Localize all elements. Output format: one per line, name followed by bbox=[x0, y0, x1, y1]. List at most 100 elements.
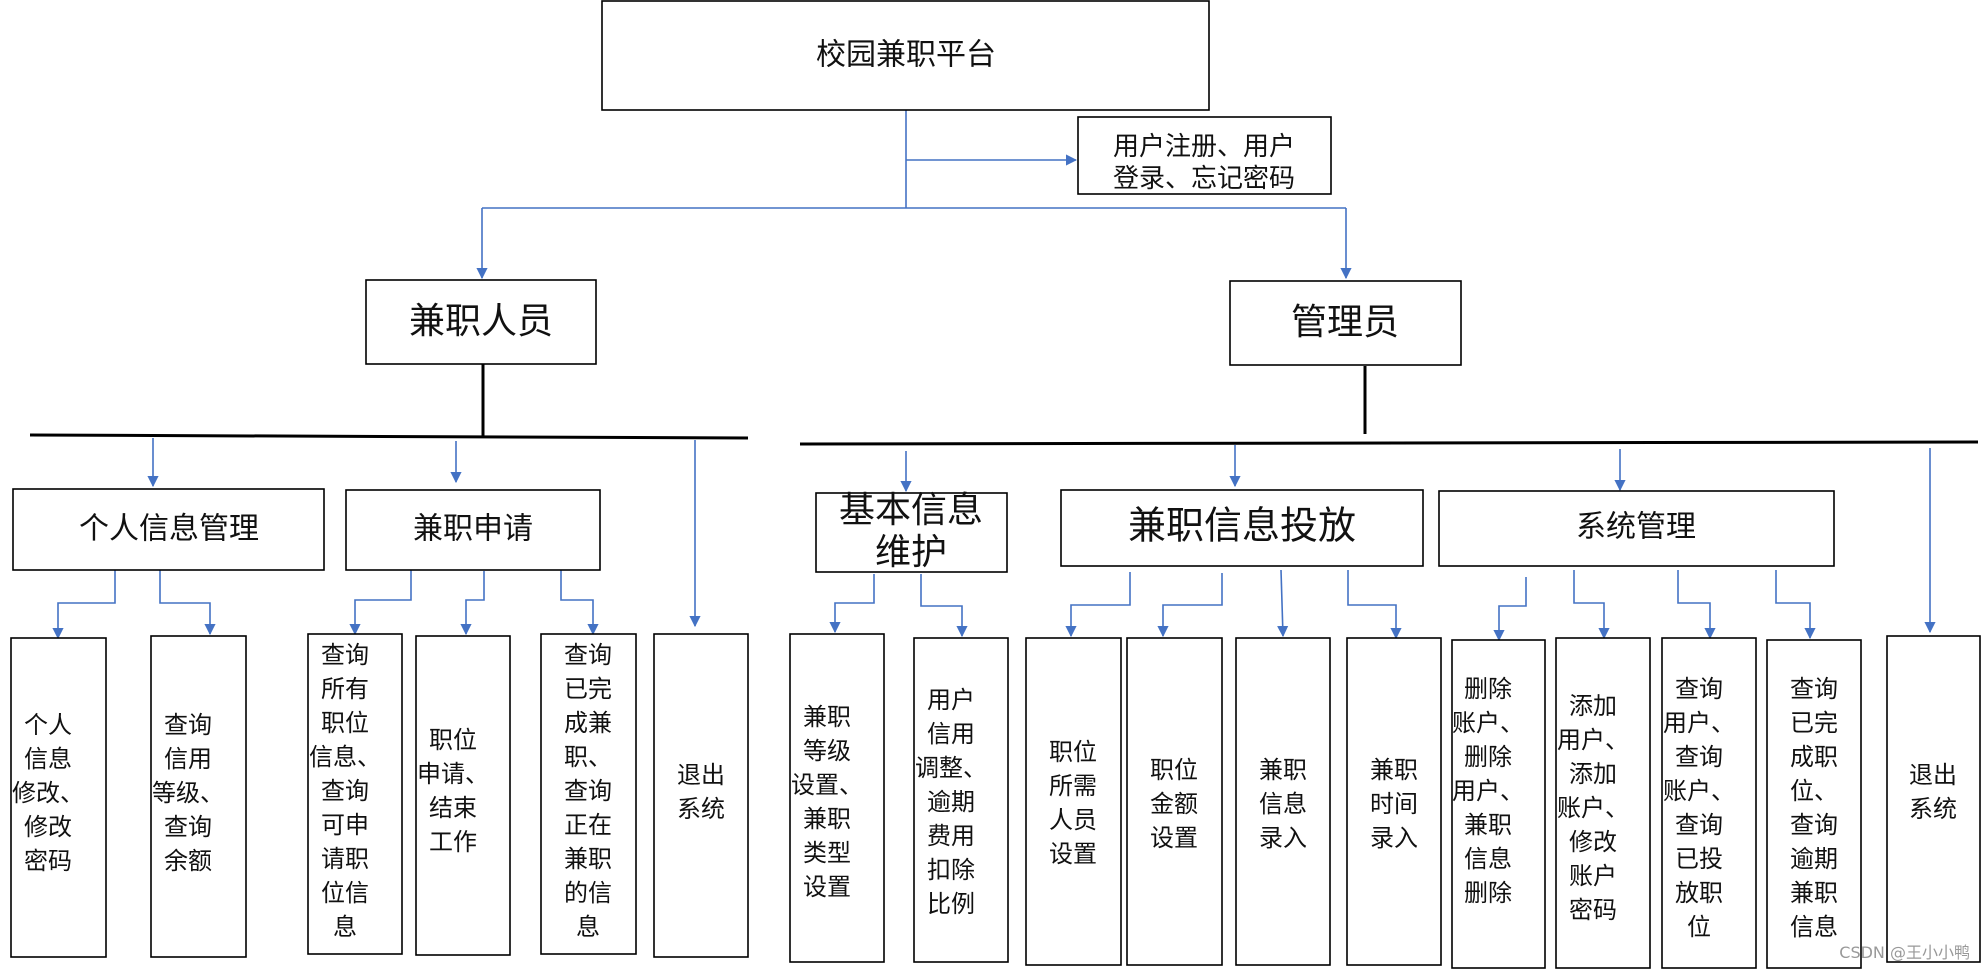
node-text-line: 位信 bbox=[321, 879, 369, 907]
svg-text:职位所需人员设置: 职位所需人员设置 bbox=[1049, 738, 1097, 868]
node-text-line: 结束 bbox=[429, 794, 477, 822]
svg-text:查询已完成兼职、查询正在兼职的信息: 查询已完成兼职、查询正在兼职的信息 bbox=[564, 641, 612, 941]
node-text-line: 时间 bbox=[1370, 790, 1418, 818]
job-apply-module: 兼职申请 bbox=[345, 489, 601, 571]
node-text-line: 用户 bbox=[927, 686, 975, 714]
node-text-line: 登录、忘记密码 bbox=[1113, 164, 1295, 194]
node-text-line: 设置 bbox=[803, 873, 851, 901]
node-text-line: 兼职 bbox=[803, 805, 851, 833]
node-text-line: 查询 bbox=[1790, 675, 1838, 703]
svg-text:退出系统: 退出系统 bbox=[1909, 761, 1957, 823]
tree-bars bbox=[29, 364, 1979, 446]
root-node: 校园兼职平台 bbox=[601, 0, 1210, 111]
watermark: CSDN @王小小鸭 bbox=[1839, 943, 1970, 962]
node-text-line: 位、 bbox=[1790, 777, 1838, 805]
node-text-line: 信用 bbox=[164, 745, 212, 773]
node-text-line: 可申 bbox=[321, 811, 369, 839]
member-node: 兼职人员 bbox=[365, 279, 597, 365]
node-text-line: 工作 bbox=[429, 828, 477, 856]
leaf-level-type: 兼职等级设置、兼职类型设置 bbox=[789, 633, 885, 963]
leaf-delete: 删除账户、删除用户、兼职信息删除 bbox=[1451, 639, 1546, 969]
node-text-line: 录入 bbox=[1259, 824, 1307, 852]
node-text-line: 逾期 bbox=[1790, 845, 1838, 873]
node-text-line: 用户、 bbox=[1452, 777, 1524, 805]
svg-text:查询用户、查询账户、查询已投放职位: 查询用户、查询账户、查询已投放职位 bbox=[1663, 675, 1735, 941]
node-text-line: 兼职 bbox=[1790, 879, 1838, 907]
node-text-line: 查询 bbox=[321, 777, 369, 805]
node-text-line: 职、 bbox=[564, 743, 612, 771]
node-text-line: 删除 bbox=[1464, 743, 1512, 771]
node-text-line: 查询 bbox=[1675, 675, 1723, 703]
leaf-amount: 职位金额设置 bbox=[1126, 637, 1223, 966]
node-text-line: 修改 bbox=[24, 813, 72, 841]
node-text-line: 余额 bbox=[164, 847, 212, 875]
leaf-modify-info: 个人信息修改、修改密码 bbox=[10, 637, 107, 958]
node-text-line: 位 bbox=[1687, 913, 1711, 941]
node-text-line: 等级 bbox=[803, 737, 851, 765]
node-text-line: 账户、 bbox=[1557, 794, 1629, 822]
node-text-line: 息 bbox=[333, 913, 357, 941]
leaf-apply-end: 职位申请、结束工作 bbox=[415, 635, 511, 956]
svg-text:添加用户、添加账户、修改账户密码: 添加用户、添加账户、修改账户密码 bbox=[1557, 692, 1629, 924]
leaf-credit: 查询信用等级、查询余额 bbox=[150, 635, 247, 958]
auth-node: 用户注册、用户登录、忘记密码 bbox=[1077, 116, 1332, 195]
node-text-line: 等级、 bbox=[152, 779, 224, 807]
node-text-line: 兼职 bbox=[1259, 756, 1307, 784]
leaf-query-done: 查询已完成职位、查询逾期兼职信息 bbox=[1766, 639, 1862, 969]
svg-text:用户信用调整、逾期费用扣除比例: 用户信用调整、逾期费用扣除比例 bbox=[915, 686, 987, 918]
system-label: 系统管理 bbox=[1576, 510, 1696, 545]
connectors bbox=[52, 110, 1936, 642]
node-text-line: 兼职 bbox=[1370, 756, 1418, 784]
node-text-line: 调整、 bbox=[915, 754, 987, 782]
svg-text:兼职时间录入: 兼职时间录入 bbox=[1370, 756, 1418, 852]
node-text-line: 信息 bbox=[1259, 790, 1307, 818]
node-text-line: 设置、 bbox=[791, 771, 863, 799]
leaf-query-jobs: 查询所有职位信息、查询可申请职位信息 bbox=[307, 633, 403, 955]
node-text-line: 修改 bbox=[1569, 828, 1617, 856]
node-text-line: 正在 bbox=[564, 811, 612, 839]
node-text-line: 信用 bbox=[927, 720, 975, 748]
job-post-module: 兼职信息投放 bbox=[1060, 489, 1424, 567]
node-text-line: 查询 bbox=[1675, 743, 1723, 771]
svg-text:查询信用等级、查询余额: 查询信用等级、查询余额 bbox=[152, 711, 224, 875]
node-text-line: 金额 bbox=[1150, 790, 1198, 818]
basic-info-module: 基本信息维护 bbox=[815, 490, 1008, 573]
node-text-line: 查询 bbox=[1675, 811, 1723, 839]
leaf-done-jobs: 查询已完成兼职、查询正在兼职的信息 bbox=[540, 633, 637, 955]
svg-text:查询所有职位信息、查询可申请职位信息: 查询所有职位信息、查询可申请职位信息 bbox=[309, 641, 381, 941]
node-text-line: 成职 bbox=[1790, 743, 1838, 771]
svg-text:兼职等级设置、兼职类型设置: 兼职等级设置、兼职类型设置 bbox=[791, 703, 863, 901]
svg-text:个人信息修改、修改密码: 个人信息修改、修改密码 bbox=[12, 711, 84, 875]
node-text-line: 申请、 bbox=[417, 760, 489, 788]
root-label: 校园兼职平台 bbox=[816, 38, 996, 73]
node-text-line: 添加 bbox=[1569, 692, 1617, 720]
node-text-line: 用户、 bbox=[1557, 726, 1629, 754]
personal-info-module: 个人信息管理 bbox=[12, 488, 325, 571]
node-text-line: 信息 bbox=[1790, 913, 1838, 941]
node-text-line: 请职 bbox=[321, 845, 369, 873]
svg-text:职位申请、结束工作: 职位申请、结束工作 bbox=[417, 726, 489, 856]
node-text-line: 基本信息 bbox=[839, 490, 983, 531]
leaf-time-entry: 兼职时间录入 bbox=[1346, 637, 1442, 966]
node-text-line: 放职 bbox=[1675, 879, 1723, 907]
node-text-line: 设置 bbox=[1150, 824, 1198, 852]
node-text-line: 职位 bbox=[429, 726, 477, 754]
leaf-add: 添加用户、添加账户、修改账户密码 bbox=[1555, 637, 1651, 969]
node-text-line: 删除 bbox=[1464, 879, 1512, 907]
leaf-staff-needed: 职位所需人员设置 bbox=[1025, 637, 1122, 966]
node-text-line: 账户、 bbox=[1452, 709, 1524, 737]
node-text-line: 已投 bbox=[1675, 845, 1723, 873]
node-text-line: 职位 bbox=[321, 709, 369, 737]
node-text-line: 账户、 bbox=[1663, 777, 1735, 805]
node-text-line: 所有 bbox=[321, 675, 369, 703]
node-text-line: 扣除 bbox=[927, 856, 975, 884]
node-text-line: 查询 bbox=[564, 777, 612, 805]
node-text-line: 系统 bbox=[1909, 795, 1957, 823]
node-text-line: 维护 bbox=[875, 532, 947, 573]
leaf-info-entry: 兼职信息录入 bbox=[1235, 637, 1331, 966]
node-text-line: 系统 bbox=[677, 795, 725, 823]
member-exit: 退出系统 bbox=[653, 633, 749, 958]
node-text-line: 费用 bbox=[927, 822, 975, 850]
node-text-line: 兼职 bbox=[1464, 811, 1512, 839]
node-text-line: 退出 bbox=[1909, 761, 1957, 789]
